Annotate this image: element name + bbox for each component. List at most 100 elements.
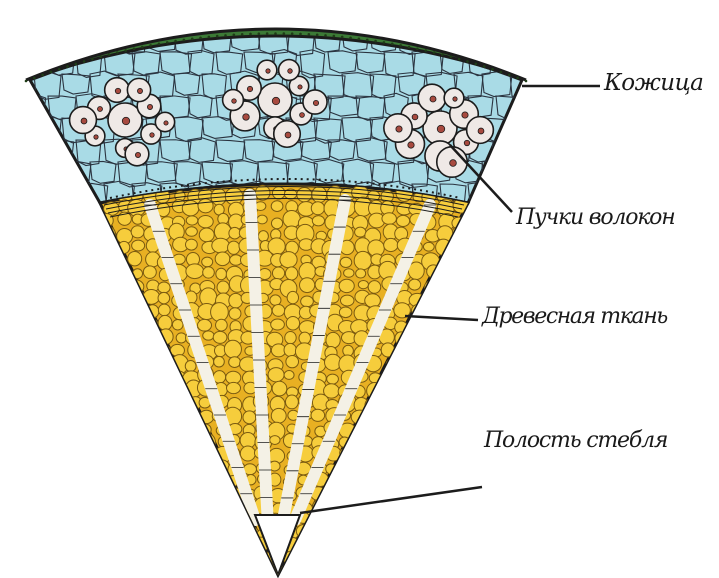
wood-cell	[145, 526, 157, 539]
wood-cell	[170, 473, 187, 488]
skin-dot	[358, 37, 361, 40]
wood-cell	[104, 475, 116, 487]
wood-cell	[126, 303, 143, 320]
wood-cell	[128, 436, 141, 449]
wood-cell	[159, 550, 171, 562]
wood-cell	[170, 423, 184, 437]
cortex-cell	[496, 139, 528, 163]
wood-cell	[144, 343, 157, 356]
wood-cell	[438, 370, 454, 385]
wood-cell	[280, 252, 297, 268]
skin-dot	[525, 80, 528, 83]
wood-cell	[463, 254, 480, 268]
skin-dot	[316, 34, 319, 37]
wood-cell	[355, 566, 370, 578]
skin-dot	[299, 33, 302, 36]
skin-dot	[141, 46, 144, 49]
wood-cell	[119, 503, 129, 514]
wood-cell	[424, 332, 437, 346]
wood-cell	[229, 227, 241, 239]
wood-cell	[216, 268, 227, 279]
wood-cell	[356, 556, 367, 566]
wood-cell	[89, 502, 99, 511]
wood-cell	[88, 436, 102, 449]
wood-cell	[351, 526, 367, 539]
wood-cell	[470, 530, 481, 541]
wood-cell	[340, 565, 351, 575]
wood-cell	[103, 256, 115, 269]
wood-cell	[198, 215, 213, 227]
wood-cell	[85, 408, 100, 420]
wood-cell	[202, 477, 213, 487]
wood-cell	[286, 355, 299, 367]
skin-dot	[41, 74, 44, 77]
wood-cell	[371, 490, 382, 500]
wood-cell	[423, 501, 435, 513]
wood-cell	[86, 513, 100, 527]
skin-dot	[341, 36, 344, 39]
fiber-nucleus	[313, 100, 318, 105]
wood-cell	[113, 434, 128, 447]
wood-cell	[412, 464, 425, 476]
wood-cell	[115, 330, 128, 341]
skin-dot	[441, 53, 444, 56]
cortex-cell	[48, 184, 77, 210]
wood-cell	[463, 536, 480, 553]
wood-cell	[187, 422, 201, 436]
wood-cell	[367, 409, 384, 423]
skin-dot	[333, 35, 336, 38]
skin-dot	[183, 39, 186, 42]
wood-cell	[200, 448, 216, 462]
wood-cell	[98, 226, 116, 245]
wood-cell	[169, 459, 187, 476]
wood-cell	[410, 524, 423, 537]
label-fiber-bundles: Пучки волокон	[516, 205, 675, 230]
wood-cell	[353, 464, 366, 476]
wood-cell	[212, 475, 228, 491]
wood-cell	[338, 485, 353, 502]
wood-cell	[173, 526, 189, 541]
wood-cell	[382, 213, 396, 225]
wood-cell	[100, 527, 113, 541]
wood-cell	[129, 335, 141, 345]
wood-cell	[423, 242, 434, 251]
wood-cell	[468, 294, 483, 306]
wood-cell	[103, 359, 114, 369]
wood-cell	[369, 535, 385, 552]
wood-cell	[464, 267, 479, 283]
wood-cell	[427, 422, 437, 432]
skin-dot	[174, 40, 177, 43]
wood-cell	[337, 458, 354, 473]
wood-cell	[285, 267, 297, 280]
skin-dot	[116, 51, 119, 54]
wood-cell	[270, 436, 280, 445]
wood-cell	[100, 331, 116, 347]
skin-dot	[191, 37, 194, 40]
skin-dot	[283, 32, 286, 35]
wood-cell	[453, 447, 466, 459]
wood-cell	[407, 502, 421, 516]
wood-cell	[453, 396, 466, 409]
wood-cell	[129, 410, 141, 422]
wood-cell	[158, 282, 170, 293]
wood-cell	[145, 491, 157, 501]
wood-cell	[171, 542, 183, 553]
wood-cell	[467, 562, 483, 578]
wood-cell	[114, 269, 128, 281]
wood-cell	[143, 330, 160, 348]
wood-cell	[143, 266, 156, 279]
wood-cell	[411, 435, 427, 450]
wood-cell	[396, 512, 409, 524]
wood-cell	[103, 450, 115, 462]
wood-cell	[464, 461, 481, 478]
wood-cell	[312, 216, 324, 226]
wood-cell	[86, 419, 102, 435]
wood-cell	[102, 368, 120, 386]
wood-cell	[410, 348, 420, 356]
cortex-cell	[538, 29, 566, 51]
fiber-nucleus	[266, 69, 270, 73]
wood-cell	[146, 370, 157, 382]
wood-cell	[213, 486, 231, 500]
wood-cell	[437, 386, 448, 395]
wood-cell	[90, 230, 102, 239]
